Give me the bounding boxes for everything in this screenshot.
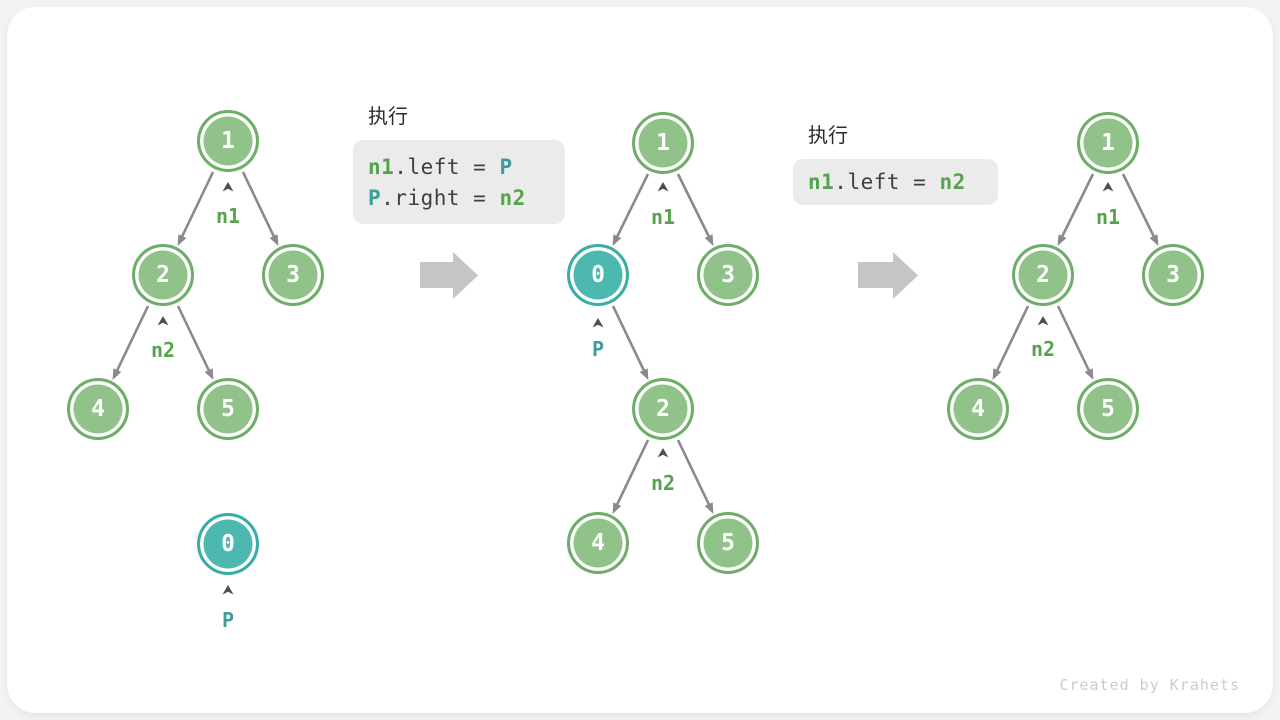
chevron-up-icon [657,448,669,458]
code-line: n1.left = n2 [808,170,983,194]
chevron-up-icon [222,585,234,595]
tree1-edges [112,171,279,380]
edge-1-to-3 [676,173,714,246]
node-value: 4 [91,396,105,422]
tree3-node-1: 1 [1077,112,1139,174]
exec-title: 执行 [368,106,408,128]
tree1-node-5: 5 [197,378,259,440]
edge-2-to-5 [1056,305,1094,380]
node-value: 2 [156,262,170,288]
code-line: n1.left = P [368,155,550,179]
exec-title: 执行 [808,125,848,147]
step-arrows [420,252,918,299]
tree1-node-1: 1 [197,110,259,172]
tree1-node-4: 4 [67,378,129,440]
pointer-label-n1: n1 [215,204,241,228]
node-value: 5 [1101,396,1115,422]
edge-0-to-2 [611,305,649,380]
node-value: 2 [656,396,670,422]
edge-1-to-0 [612,173,650,246]
chevron-up-icon [592,318,604,328]
chevron-up-icon [222,182,234,192]
tree2-node-3: 3 [697,244,759,306]
tree2-node-4: 4 [567,512,629,574]
code-token-p: P [499,154,513,179]
edge-1-to-3 [1121,173,1159,246]
tree2-node-2: 2 [632,378,694,440]
tree1-node-2: 2 [132,244,194,306]
edge-2-to-5 [176,305,214,380]
code-line: P.right = n2 [368,186,550,210]
pointer-label-n2: n2 [150,338,176,362]
node-value: 1 [221,128,235,154]
code-box-2: n1.left = n2 [793,159,998,205]
code-token-n1: n1 [808,170,835,194]
tree2-edges [611,173,714,514]
chevron-up-icon [657,182,669,192]
node-value: 1 [1101,130,1115,156]
code-token-n2: n2 [939,170,966,194]
tree2-node-1: 1 [632,112,694,174]
code-token: .left = [394,154,500,179]
node-value: 2 [1036,262,1050,288]
tree1-node-0: 0 [197,513,259,575]
node-value: 1 [656,130,670,156]
code-token: .left = [834,170,940,194]
code-token-n1: n1 [368,154,395,179]
arrow-right-icon [858,252,918,299]
pointer-label-n2: n2 [1030,337,1056,361]
pointer-label-n2: n2 [650,471,676,495]
pointer-label-n1: n1 [1095,205,1121,229]
tree3-node-2: 2 [1012,244,1074,306]
node-value: 5 [721,530,735,556]
tree1-node-3: 3 [262,244,324,306]
chevron-up-icon [157,316,169,326]
edge-2-to-4 [112,305,150,380]
chevron-up-icon [1102,182,1114,192]
edge-2-to-4 [612,439,650,514]
chevron-up-icon [1037,316,1049,326]
node-value: 3 [721,262,735,288]
node-value: 0 [591,262,605,288]
credit-text: Created by Krahets [1059,676,1240,694]
node-value: 0 [221,531,235,557]
tree2-node-5: 5 [697,512,759,574]
code-token-p: P [368,185,382,210]
tree2-node-0: 0 [567,244,629,306]
code-box-1: n1.left = P P.right = n2 [353,140,565,224]
tree3-node-3: 3 [1142,244,1204,306]
node-value: 5 [221,396,235,422]
code-token: .right = [381,185,500,210]
tree3-node-4: 4 [947,378,1009,440]
pointer-label-p: P [591,337,605,361]
tree3-node-5: 5 [1077,378,1139,440]
arrow-right-icon [420,252,478,299]
edge-1-to-2 [1057,173,1095,246]
node-value: 4 [591,530,605,556]
node-value: 4 [971,396,985,422]
edge-2-to-4 [992,305,1030,380]
pointer-label-n1: n1 [650,205,676,229]
edge-1-to-2 [177,171,215,246]
code-token-n2: n2 [499,185,526,210]
edge-1-to-3 [241,171,279,246]
pointer-chevrons [157,182,1114,595]
tree3-edges [992,173,1159,380]
edge-2-to-5 [676,439,714,514]
node-value: 3 [286,262,300,288]
node-value: 3 [1166,262,1180,288]
pointer-label-p: P [221,608,235,632]
